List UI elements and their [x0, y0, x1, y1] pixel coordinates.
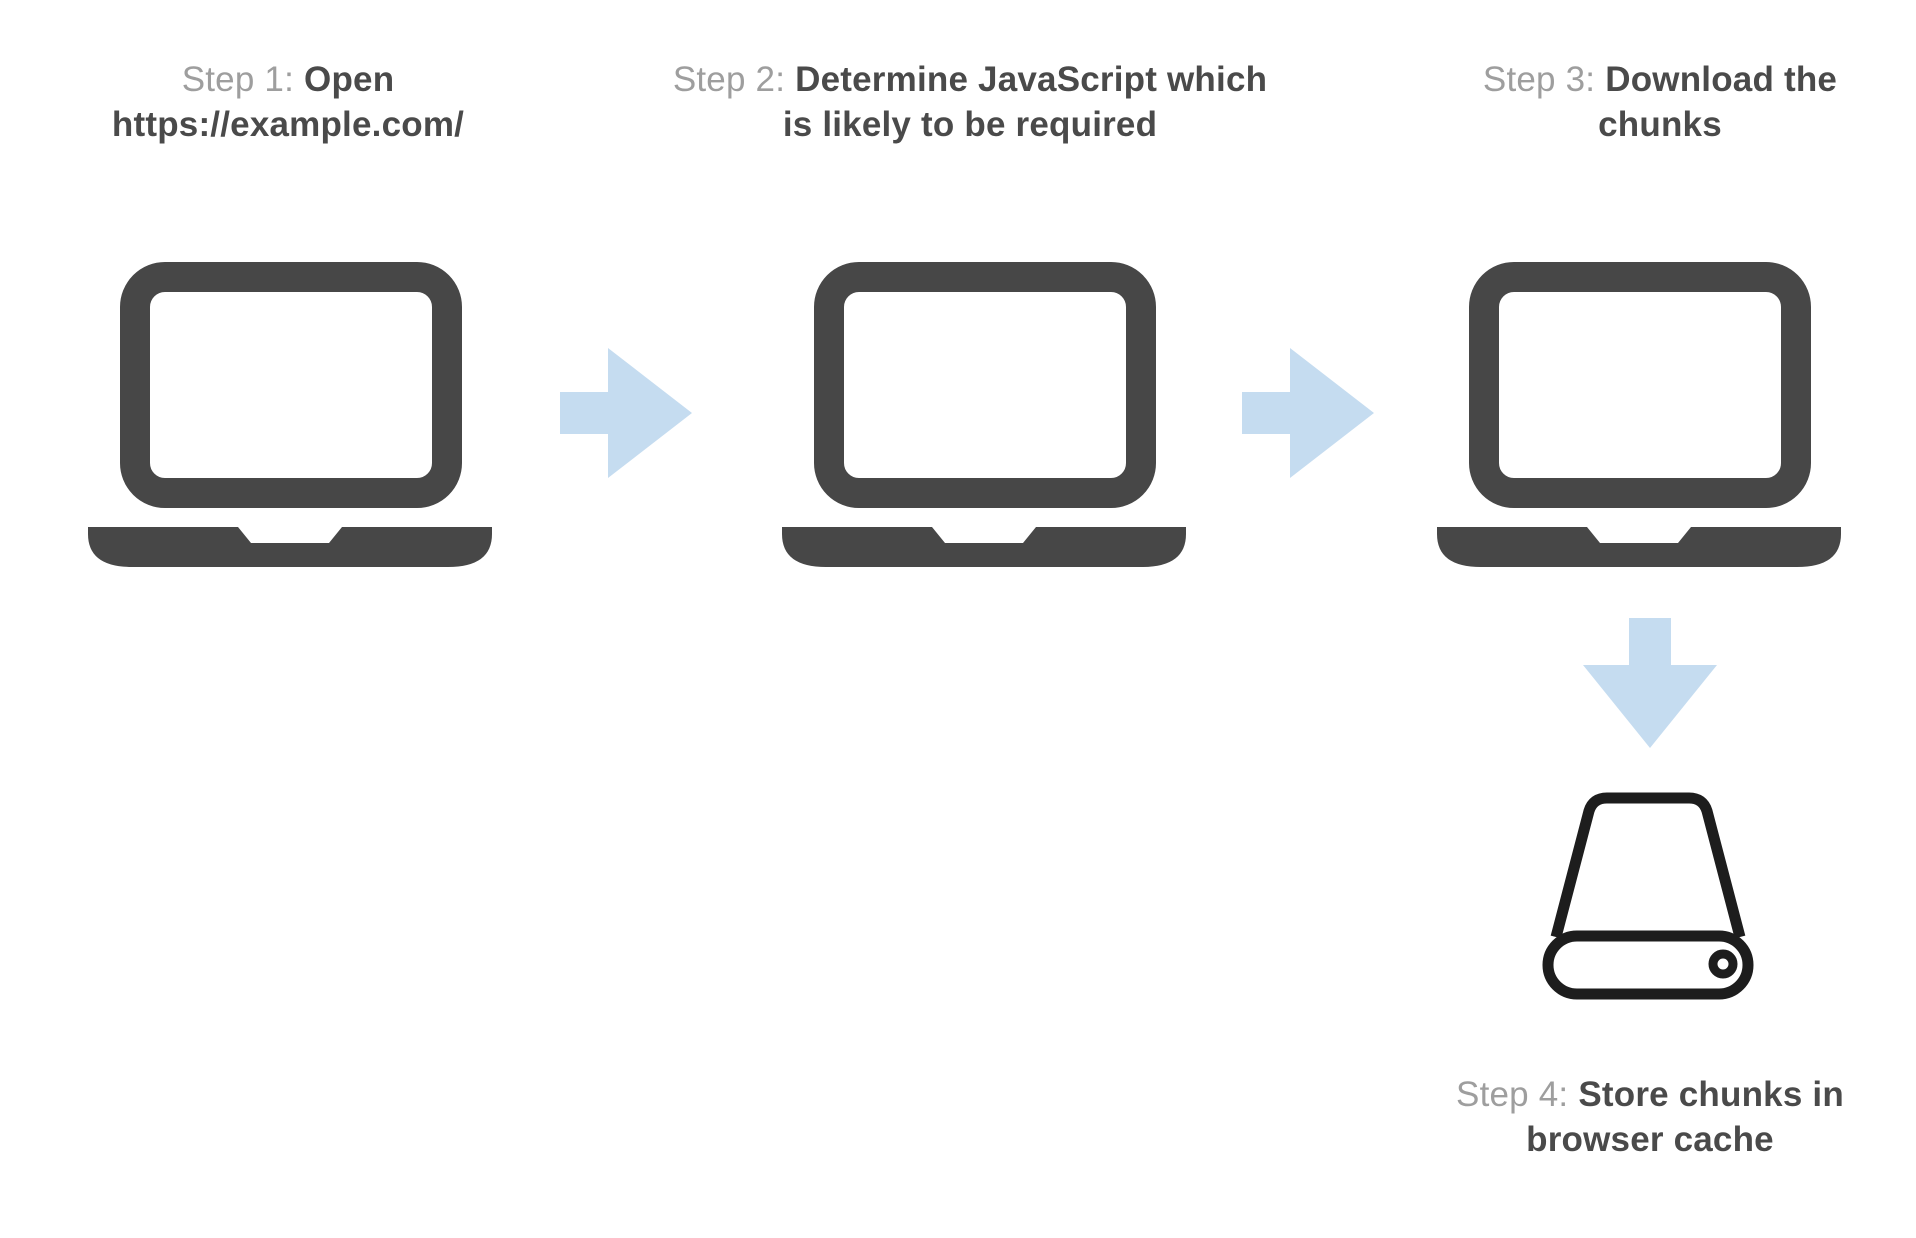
step-2-label: Step 2:Determine JavaScript which is lik… — [670, 57, 1270, 147]
arrow-down-shape — [1583, 618, 1717, 748]
laptop-icon-step-3 — [1437, 262, 1841, 567]
arrow-right-icon-2 — [1242, 348, 1374, 478]
step-4-title: Store chunks in browser cache — [1526, 1075, 1844, 1159]
step-1-prefix: Step 1: — [181, 60, 295, 99]
arrow-right-shape — [560, 348, 692, 478]
laptop-icon-step-1 — [88, 262, 492, 567]
step-1-title: Open https://example.com/ — [111, 60, 465, 144]
step-3-title: Download the chunks — [1598, 60, 1838, 144]
laptop-base — [1437, 527, 1841, 567]
arrow-right-shape — [1242, 348, 1374, 478]
laptop-base — [782, 527, 1186, 567]
laptop-screen — [1469, 262, 1811, 508]
laptop-screen — [814, 262, 1156, 508]
drive-base — [1542, 930, 1754, 1000]
arrow-down-icon — [1583, 618, 1717, 748]
step-4-label: Step 4:Store chunks in browser cache — [1455, 1072, 1845, 1162]
step-2-title: Determine JavaScript which is likely to … — [782, 60, 1268, 144]
step-4-prefix: Step 4: — [1456, 1075, 1569, 1114]
step-2-prefix: Step 2: — [672, 60, 786, 99]
drive-body — [1550, 792, 1746, 939]
laptop-base — [88, 527, 492, 567]
step-3-prefix: Step 3: — [1482, 60, 1596, 99]
laptop-screen — [120, 262, 462, 508]
laptop-icon-step-2 — [782, 262, 1186, 567]
arrow-right-icon-1 — [560, 348, 692, 478]
drive-led — [1708, 949, 1738, 979]
step-1-label: Step 1:Open https://example.com/ — [73, 57, 503, 147]
step-3-label: Step 3:Download the chunks — [1445, 57, 1875, 147]
hard-drive-icon — [1542, 792, 1754, 1000]
